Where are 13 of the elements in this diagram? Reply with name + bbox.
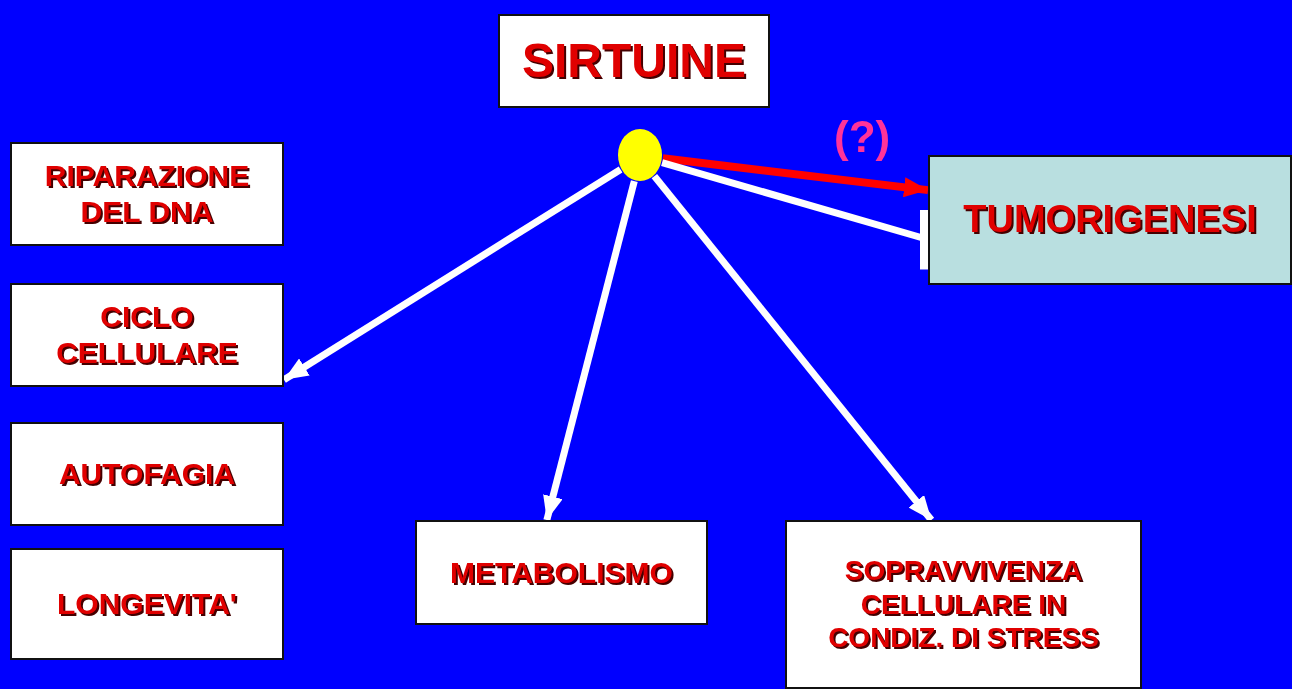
process-box: LONGEVITA' [10,548,284,660]
inhibition-line [661,159,929,270]
process-box: METABOLISMO [415,520,708,625]
arrow [651,173,935,523]
process-box: TUMORIGENESI [928,155,1292,285]
process-box: AUTOFAGIA [10,422,284,526]
arrow [662,154,929,198]
process-box: CICLO CELLULARE [10,283,284,387]
process-box: RIPARAZIONE DEL DNA [10,142,284,246]
process-box: SOPRAVVIVENZA CELLULARE IN CONDIZ. DI STRESS [785,520,1142,689]
arrow [543,180,638,521]
hub-circle [617,128,663,182]
title-box: SIRTUINE [498,14,770,108]
